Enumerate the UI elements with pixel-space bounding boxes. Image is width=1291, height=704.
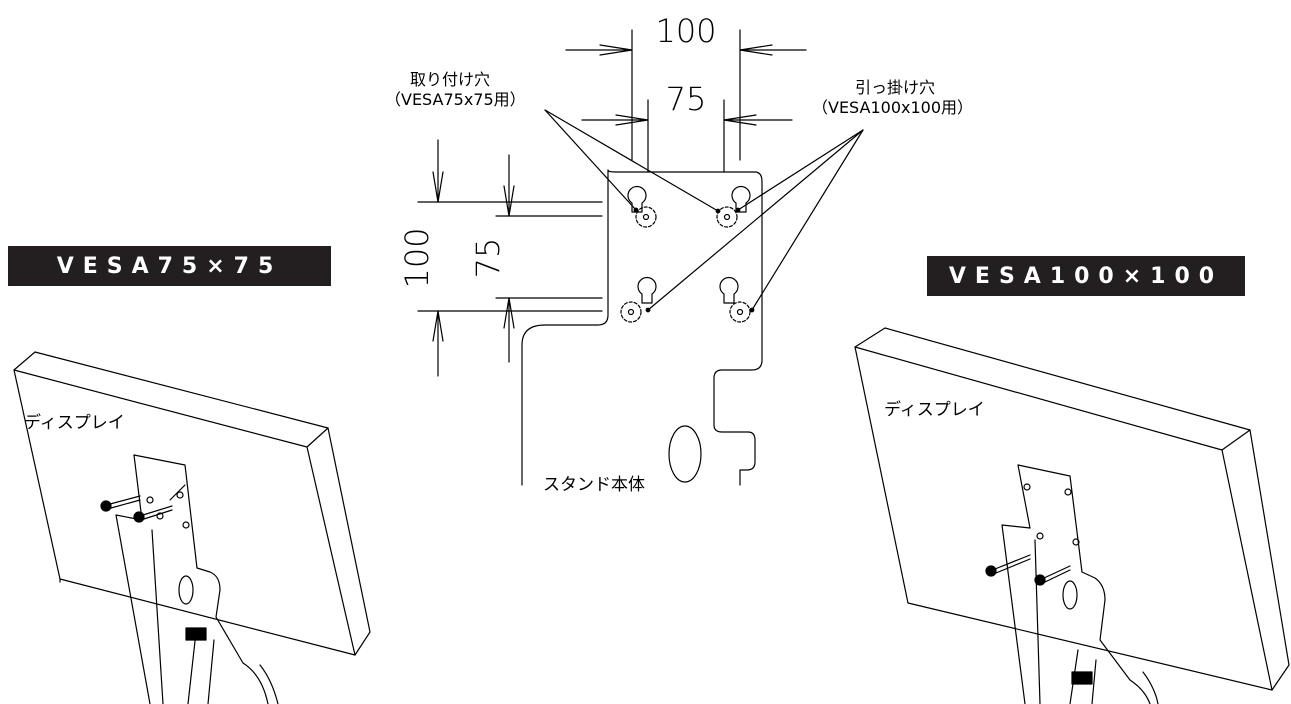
dim-left-outer: 100 [398, 227, 436, 288]
hook-holes-subtitle: （VESA100x100用） [812, 98, 974, 117]
banner-vesa75: VESA75×75 [8, 246, 331, 286]
right-screw-2 [1034, 565, 1071, 586]
dim-top-inner: 75 [666, 80, 707, 118]
keyhole-bottom-left [620, 276, 657, 323]
right-display-label: ディスプレイ [884, 400, 985, 420]
banner-vesa100: VESA100×100 [927, 256, 1245, 296]
keyhole-top-left [627, 185, 657, 228]
left-screw-1 [100, 495, 141, 512]
left-display-illustration [13, 351, 371, 704]
dim-top-outer: 100 [655, 12, 716, 50]
right-screw-1 [985, 554, 1031, 577]
mount-holes-title: 取り付け穴 [410, 70, 491, 89]
dim-left-inner: 75 [469, 238, 507, 279]
keyhole-top-right [716, 185, 751, 228]
left-display-label: ディスプレイ [24, 413, 125, 433]
dimension-left [417, 139, 603, 377]
hook-holes-title: 引っ掛け穴 [855, 78, 936, 97]
right-display-illustration [854, 327, 1290, 704]
stand-body-label: スタンド本体 [543, 475, 645, 495]
oval-slot [668, 425, 702, 483]
bracket-plate-outline [521, 169, 763, 486]
left-screw-2 [133, 505, 173, 523]
mount-holes-subtitle: （VESA75x75用） [385, 90, 526, 109]
keyhole-bottom-right [719, 276, 751, 323]
leader-lines [544, 109, 864, 313]
dimension-top [565, 29, 807, 173]
